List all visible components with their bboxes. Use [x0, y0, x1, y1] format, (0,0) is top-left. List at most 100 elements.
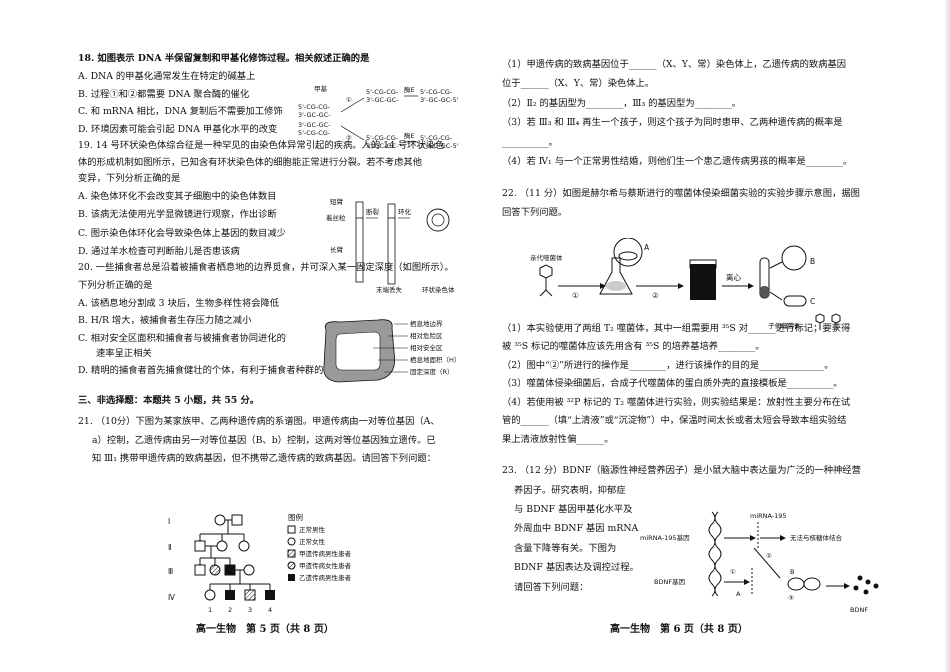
q23-line-6: BDNF 基因表达及调控过程。 [514, 562, 639, 574]
q19-line-1: 19. 14 号环状染色体综合征是一种罕见的由染色体异常引起的疾病。人的 14 … [78, 140, 445, 152]
long-arm-label: 长臂 [330, 245, 344, 254]
q21-sub-2: （2）Ⅱ₂ 的基因型为________，Ⅲ₃ 的基因型为________。 [502, 97, 742, 109]
section-heading: 三、非选择题：本题共 5 小题，共 55 分。 [78, 394, 260, 406]
q20-line-1: 20. 一些捕食者总是沿着被捕食者栖息地的边界觅食，并可深入某一固定深度（如图所… [78, 261, 454, 273]
legend-item-2: 正常女性 [299, 537, 326, 546]
enzyme-label-1: 酶E [404, 85, 415, 94]
gen-label-3: Ⅲ [168, 567, 173, 576]
q18-stem: 18. 如图表示 DNA 半保留复制和甲基化修饰过程。相关叙述正确的是 [78, 53, 370, 64]
strand-c3: 5'-CG-CG- [366, 134, 399, 142]
q18-opt-a: A. DNA 的甲基化通常发生在特定的碱基上 [78, 71, 256, 83]
q23-line-2: 养因子。研究表明，抑郁症 [514, 484, 626, 496]
enzyme-label-2: 酶E [404, 131, 415, 140]
break-label: 断裂 [366, 207, 380, 216]
q22-line-2: 回答下列问题。 [502, 207, 568, 219]
q22-sub-4a: （4）若使用被 ³²P 标记的 T₂ 噬菌体进行实验，则实验结果是：放射性主要分… [502, 396, 851, 408]
q22-sub-3: （3）噬菌体侵染细菌后，合成子代噬菌体的蛋白质外壳的直接模板是_________… [502, 378, 843, 390]
strand-c1: 5'-CG-CG- [366, 88, 399, 96]
legend-danger: 相对危险区 [410, 331, 443, 340]
q20-habitat-figure: 栖息地边界 相对危险区 相对安全区 栖息地面积（H） 固定深度（R） [323, 319, 460, 383]
legend-item-5: 乙遗传病男性患者 [299, 573, 352, 582]
q18-opt-c: C. 和 mRNA 相比，DNA 复制后不需要加工修饰 [78, 106, 283, 118]
q18-opt-d: D. 环境因素可能会引起 DNA 甲基化水平的改变 [78, 123, 278, 135]
q23-line-5: 含量下降等有关。下图为 [514, 542, 617, 554]
legend-item-3: 甲遗传病男性患者 [299, 549, 352, 558]
q22-line-1: 22. （11 分）如图是赫尔希与蔡斯进行的噬菌体侵染细菌实验的实验步骤示意图，… [502, 187, 860, 199]
label-B: B [810, 257, 815, 266]
q19-opt-a: A. 染色体环化不会改变其子细胞中的染色体数目 [78, 190, 277, 202]
q23-line-3: 与 BDNF 基因甲基化水平及 [514, 503, 633, 515]
strand-d3: 5'-CG-CG- [420, 134, 453, 142]
q21-sub-1b: 位于______（X、Y、常）染色体上。 [502, 78, 655, 90]
footer-right: 高一生物 第 6 页（共 8 页） [610, 624, 748, 635]
strand-d4: 3'-GC-GC-5' [420, 142, 459, 150]
step-1: ① [730, 568, 736, 576]
ring-step-label: 环化 [398, 207, 412, 216]
strand-d1: 5'-CG-CG- [420, 88, 453, 96]
child-num-2: 2 [228, 606, 232, 614]
q21-sub-1a: （1）甲遗传病的致病基因位于______（X、Y、常）染色体上，乙遗传病的致病基… [502, 59, 847, 70]
strand-bottom-b: 5'-CG-CG- [298, 129, 331, 137]
legend-area: 栖息地面积（H） [410, 355, 460, 364]
q20-line-2: 下列分析正确的是 [78, 280, 153, 292]
right-page: （1）甲遗传病的致病基因位于______（X、Y、常）染色体上，乙遗传病的致病基… [502, 58, 887, 594]
q22-sub-1a: （1）本实验使用了两组 T₂ 噬菌体，其中一组需要用 ³⁵S 对______进行… [502, 322, 851, 334]
q23-bdnf-figure: miRNA-195 miRNA-195基因 BDNF基因 无法与核糖体结合 A … [640, 511, 879, 614]
strand-top-b: 3'-GC-GC- [298, 121, 331, 129]
label-B: B [790, 568, 794, 576]
q19-opt-d: D. 通过羊水检查可判断胎儿是否患该病 [78, 246, 240, 258]
q19-chromosome-figure: 短臂 着丝粒 长臂 断裂 环化 末端丢失 环状染色体 [326, 197, 455, 294]
footer-left: 高一生物 第 5 页（共 8 页） [196, 624, 334, 635]
q22-sub-4b: 管的______（填“上清液”或“沉淀物”）中，保温时间太长或者太短会导致本组实… [502, 415, 847, 427]
q23-line-1: 23. （12 分）BDNF（脑源性神经营养因子）是小鼠大脑中表达量为广泛的一种… [502, 465, 861, 477]
q22-sub-1b: 被 ³⁵S 标记的噬菌体应该先用含有 ³⁵S 的培养基培养________。 [502, 341, 765, 353]
centromere-label: 着丝粒 [326, 213, 346, 222]
step-1-label: ① [346, 96, 352, 104]
strand-top-a: 5'-CG-CG- [298, 103, 331, 111]
q20-opt-c-cont: 速率呈正相关 [96, 347, 152, 359]
step-2: ② [766, 552, 772, 560]
q19-line-2: 体的形成机制如图所示，已知含有环状染色体的细胞能正常进行分裂。若不考虑其他 [78, 156, 422, 168]
q21-sub-4: （4）若 Ⅳ₁ 与一个正常男性结婚，则他们生一个患乙遗传病男孩的概率是_____… [502, 156, 853, 168]
child-num-3: 3 [248, 606, 252, 614]
mirna-label: miRNA-195 [750, 512, 787, 520]
q21-line-1: 21. （10分）下图为某家族甲、乙两种遗传病的系谱图。甲遗传病由一对等位基因（… [78, 416, 440, 428]
step-2-label: ② [346, 134, 352, 142]
strand-bottom-a: 3'-GC-GC- [298, 111, 331, 119]
child-num-1: 1 [208, 606, 212, 614]
legend-item-1: 正常男性 [299, 525, 326, 534]
q19-opt-c: C. 图示染色体环化会导致染色体上基因的数目减少 [78, 227, 286, 239]
step-3: ③ [788, 594, 794, 602]
q21-line-3: 知 Ⅲ₁ 携带甲遗传病的致病基因，但不携带乙遗传病的致病基因。请回答下列问题： [92, 453, 436, 465]
legend-title: 图例 [288, 512, 303, 522]
gen-label-2: Ⅱ [168, 543, 172, 552]
gen-label-1: Ⅰ [168, 517, 170, 526]
q19-line-3: 变异，下列分析正确的是 [78, 173, 181, 185]
bdnf-gene-label: BDNF基因 [654, 577, 685, 586]
q19-opt-b: B. 该病无法使用光学显微镜进行观察，作出诊断 [78, 209, 277, 221]
strand-c4: 3'-GC-GC- [366, 142, 399, 150]
label-A: A [736, 590, 741, 598]
q22-sub-2: （2）图中“②”所进行的操作是________，进行该操作的目的是_______… [502, 359, 834, 371]
q21-sub-3b: __________。 [502, 136, 558, 148]
ring-chrom-label: 环状染色体 [422, 285, 455, 294]
strand-c2: 3'-GC-GC- [366, 96, 399, 104]
short-arm-label: 短臂 [330, 197, 344, 206]
q20-opt-d: D. 精明的捕食者首先捕食健壮的个体，有利于捕食者种群的繁衍 [78, 365, 343, 377]
no-ribosome-label: 无法与核糖体结合 [790, 533, 843, 542]
step-1: ① [572, 291, 579, 300]
q21-line-2: a）控制，乙遗传病由另一对等位基因（B、b）控制，这两对等位基因独立遗传。已 [92, 434, 436, 446]
q20-opt-a: A. 该栖息地分割成 3 块后，生物多样性将会降低 [78, 297, 280, 309]
centrifuge-label: 离心 [726, 272, 741, 282]
label-C: C [810, 297, 815, 306]
q23-line-4: 外周血中 BDNF 基因 mRNA [514, 523, 639, 535]
methyl-label: 甲基 [314, 84, 328, 93]
legend-boundary: 栖息地边界 [410, 319, 443, 328]
q21-pedigree-figure: Ⅰ Ⅱ Ⅲ Ⅳ 1 2 3 4 图例 正常男性 正常女性 甲遗传病男性 [168, 512, 352, 614]
q23-line-7: 请回答下列问题： [514, 581, 589, 593]
legend-item-4: 甲遗传病女性患者 [299, 561, 352, 570]
phage-label: 亲代噬菌体 [530, 253, 563, 262]
q21-sub-3a: （3）若 Ⅲ₃ 和 Ⅲ₄ 再生一个孩子，则这个孩子为同时患甲、乙两种遗传病的概率… [502, 117, 843, 129]
gen-label-4: Ⅳ [168, 593, 175, 602]
left-page: 18. 如图表示 DNA 半保留复制和甲基化修饰过程。相关叙述正确的是 A. D… [78, 50, 468, 466]
